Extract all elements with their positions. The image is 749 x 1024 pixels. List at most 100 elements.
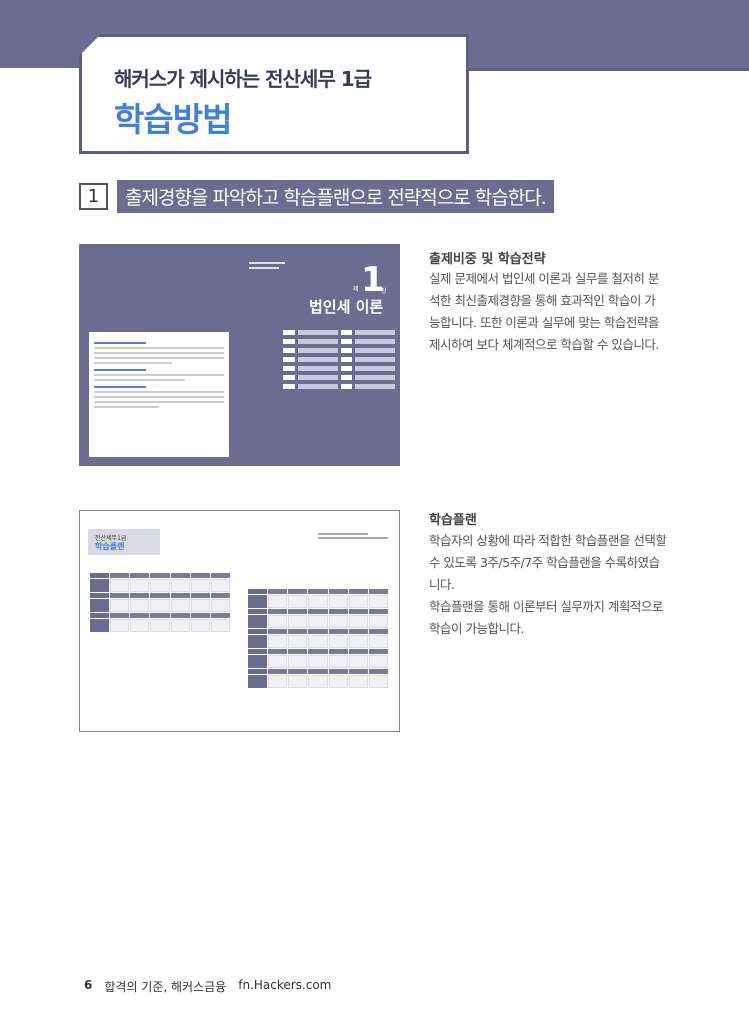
plan-table-header-cell (368, 649, 388, 654)
plan-table-header-cell (268, 629, 288, 634)
plan-table-header-cell (348, 669, 368, 674)
section-number: 1 (79, 183, 108, 210)
plan-table-cell (130, 619, 150, 632)
plan-table-cell (328, 615, 348, 628)
feature1-body: 실제 문제에서 법인세 이론과 실무를 철저히 분석한 최신출제경향을 통해 효… (429, 271, 659, 352)
plan-table-header-cell (328, 669, 348, 674)
plan-table-cell (190, 619, 210, 632)
plan-table-cell (368, 675, 388, 688)
plan-table-header-cell (308, 669, 328, 674)
plan-table-cell (268, 595, 288, 608)
plan-table-cell (348, 635, 368, 648)
plan-table-cell (288, 635, 308, 648)
plan-table-header-cell (308, 629, 328, 634)
plan-table-cell (308, 595, 328, 608)
page-subtitle: 해커스가 제시하는 전산세무 1급 (114, 67, 372, 91)
plan-table-cell (288, 675, 308, 688)
chapter-title: 법인세 이론 (309, 298, 384, 316)
plan-table-header-cell (308, 649, 328, 654)
plan-table-header-cell (328, 649, 348, 654)
plan-table-header-cell (90, 573, 110, 578)
section-heading: 출제경향을 파악하고 학습플랜으로 전략적으로 학습한다. (117, 180, 554, 213)
plan-table-header-cell (288, 649, 308, 654)
chapter-number: 1 (361, 260, 385, 300)
plan-table-header-cell (90, 613, 110, 618)
plan-table-header-cell (150, 593, 170, 598)
plan-table-cell (110, 579, 130, 592)
study-plan-table-5week (248, 589, 388, 688)
plan-table-cell (268, 675, 288, 688)
plan-table-cell (288, 595, 308, 608)
plan-table-header-cell (190, 573, 210, 578)
plan-table-cell (210, 619, 230, 632)
plan-table-cell (130, 579, 150, 592)
plan-table-header-cell (308, 589, 328, 594)
plan-table-header-cell (348, 629, 368, 634)
study-plan-big-label: 학습플랜 (95, 542, 125, 551)
plan-table-header-cell (308, 609, 328, 614)
plan-table-cell (190, 599, 210, 612)
study-plan-ref (318, 533, 388, 539)
study-plan-small-label: 전산세무1급 (95, 535, 127, 542)
plan-table-cell (368, 615, 388, 628)
strategy-card (89, 332, 229, 457)
plan-table-cell (368, 655, 388, 668)
feature2-body-2: 학습플랜을 통해 이론부터 실무까지 계획적으로 학습이 가능합니다. (429, 599, 663, 636)
study-plan-table-3week (90, 573, 230, 632)
plan-table-cell (268, 655, 288, 668)
plan-table-cell (170, 579, 190, 592)
plan-table-cell (170, 599, 190, 612)
plan-table-header-cell (348, 649, 368, 654)
plan-table-cell (130, 599, 150, 612)
chapter-preview-image: 제 1 장 법인세 이론 (79, 244, 400, 466)
plan-table-header-cell (248, 629, 268, 634)
plan-table-header-cell (288, 609, 308, 614)
plan-table-cell (150, 599, 170, 612)
plan-table-header-cell (110, 573, 130, 578)
plan-table-header-cell (130, 573, 150, 578)
chapter-preview-small-text (249, 262, 285, 269)
plan-table-cell (110, 599, 130, 612)
plan-table-header-cell (268, 669, 288, 674)
plan-table-cell (268, 615, 288, 628)
plan-table-cell (328, 595, 348, 608)
plan-table-cell (348, 595, 368, 608)
plan-table-header-cell (150, 573, 170, 578)
plan-table-header-cell (348, 589, 368, 594)
page-title: 학습방법 (114, 100, 232, 139)
plan-table-cell (90, 599, 110, 612)
plan-table-cell (210, 579, 230, 592)
plan-table-cell (150, 579, 170, 592)
plan-table-cell (308, 635, 328, 648)
plan-table-header-cell (288, 589, 308, 594)
plan-table-cell (308, 655, 328, 668)
plan-table-cell (248, 655, 268, 668)
plan-table-cell (190, 579, 210, 592)
plan-table-cell (268, 635, 288, 648)
chapter-topic-list (283, 330, 395, 393)
plan-table-header-cell (248, 669, 268, 674)
plan-table-header-cell (90, 593, 110, 598)
plan-table-cell (90, 579, 110, 592)
plan-table-cell (348, 615, 368, 628)
plan-table-cell (110, 619, 130, 632)
title-rule (469, 68, 749, 71)
plan-table-header-cell (248, 609, 268, 614)
plan-table-cell (288, 655, 308, 668)
plan-table-header-cell (288, 669, 308, 674)
plan-table-header-cell (268, 649, 288, 654)
plan-table-cell (90, 619, 110, 632)
plan-table-header-cell (368, 669, 388, 674)
footer-url: fn.Hackers.com (238, 978, 332, 992)
title-box: 해커스가 제시하는 전산세무 1급 학습방법 (79, 34, 469, 154)
plan-table-cell (368, 595, 388, 608)
feature1-title: 출제비중 및 학습전략 (429, 252, 546, 267)
chapter-prefix: 제 (353, 286, 359, 293)
study-plan-tag (88, 529, 160, 555)
plan-table-header-cell (110, 593, 130, 598)
plan-table-header-cell (368, 629, 388, 634)
plan-table-cell (210, 599, 230, 612)
plan-table-cell (248, 615, 268, 628)
plan-table-header-cell (210, 573, 230, 578)
plan-table-header-cell (190, 613, 210, 618)
